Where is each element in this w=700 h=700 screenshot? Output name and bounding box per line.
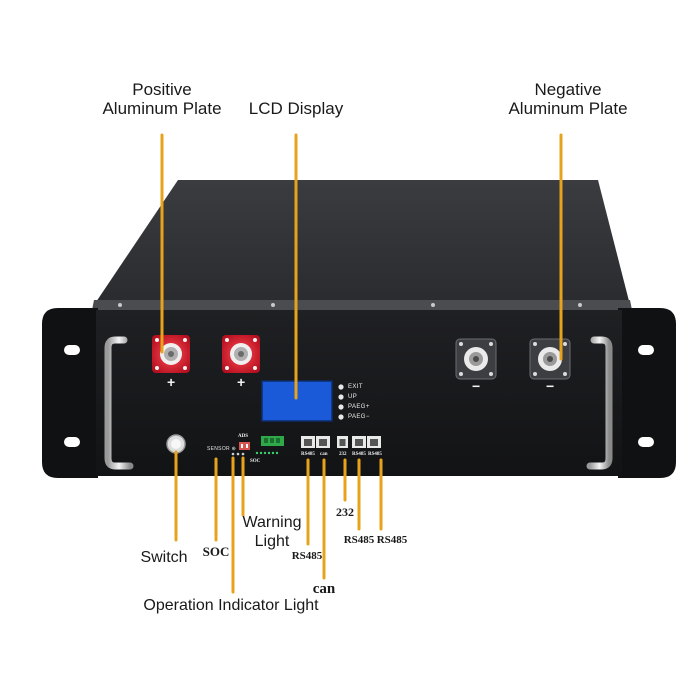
positive-sign-2: + xyxy=(237,374,246,390)
callout-warning-light: Warning Light xyxy=(236,513,308,551)
lcd-button-label-up: UP xyxy=(348,394,358,400)
callout-lcd-display: LCD Display xyxy=(248,99,344,118)
negative-terminal-1 xyxy=(455,338,497,380)
port-label-rs485-b: RS485 xyxy=(352,452,366,457)
callout-positive-line2: Aluminum Plate xyxy=(102,99,222,118)
port-label-can: can xyxy=(320,452,328,457)
positive-terminal-1 xyxy=(152,335,190,373)
callout-warning-line2: Light xyxy=(254,533,290,550)
callout-negative-line2: Aluminum Plate xyxy=(508,99,628,118)
callout-rs485-third: RS485 xyxy=(376,534,408,546)
chassis-top-rim xyxy=(92,300,632,310)
ads-label: ADS xyxy=(238,434,249,439)
switch-code-label: SENSOR ⊕ xyxy=(207,446,237,452)
ads-dip-switch xyxy=(239,442,250,450)
negative-sign-2: − xyxy=(546,378,555,394)
positive-terminal-2 xyxy=(222,335,260,373)
positive-sign-1: + xyxy=(167,374,176,390)
lcd-button-label-paeg-plus: PAEG+ xyxy=(348,404,370,410)
callout-positive-plate: Positive Aluminum Plate xyxy=(82,80,242,118)
callout-positive-line1: Positive xyxy=(132,80,192,99)
callout-switch: Switch xyxy=(140,549,188,566)
left-handle xyxy=(104,336,134,470)
negative-terminal-2 xyxy=(529,338,571,380)
soc-small-label: SOC xyxy=(250,459,261,464)
lcd-button-label-exit: EXIT xyxy=(348,384,363,390)
callout-operation-indicator: Operation Indicator Light xyxy=(143,597,319,614)
callout-soc: SOC xyxy=(202,544,230,559)
chassis-top xyxy=(94,180,630,305)
callout-rs485-second: RS485 xyxy=(343,534,375,546)
callout-can: can xyxy=(312,581,336,597)
callout-negative-line1: Negative xyxy=(534,80,602,99)
left-rack-ear xyxy=(42,308,98,478)
right-rack-ear xyxy=(618,308,676,478)
callout-negative-plate: Negative Aluminum Plate xyxy=(488,80,648,118)
callout-rs485-first: RS485 xyxy=(291,550,323,562)
negative-sign-1: − xyxy=(472,378,481,394)
port-label-rs485-c: RS485 xyxy=(368,452,382,457)
callout-232: 232 xyxy=(336,505,354,519)
right-handle xyxy=(586,336,613,470)
port-label-232: 232 xyxy=(339,452,347,457)
callout-warning-line1: Warning xyxy=(242,514,302,531)
lcd-button-label-paeg-minus: PAEG− xyxy=(348,414,370,420)
port-label-rs485-a: RS485 xyxy=(301,452,315,457)
